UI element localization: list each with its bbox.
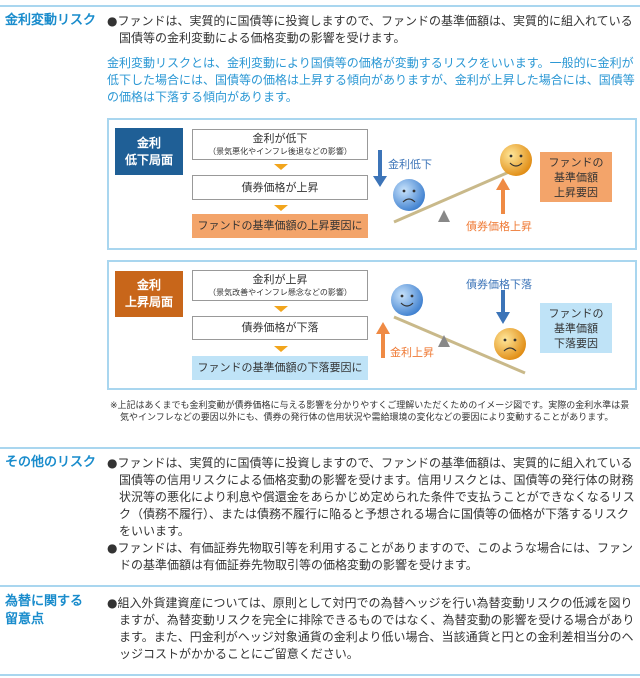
down-arrow-icon xyxy=(274,346,288,352)
fund-effect-box: ファンドの 基準価額 下落要因 xyxy=(540,303,612,353)
happy-face-icon xyxy=(391,284,423,316)
footnote: ※上記はあくまでも金利変動が債券価格に与える影響を分かりやすくご理解いただくため… xyxy=(110,401,630,423)
fulcrum-icon xyxy=(438,335,450,347)
tag-line: 金利 xyxy=(136,278,161,292)
box-line: ファンドの xyxy=(548,306,604,320)
bond-change-label: 債券価格下落 xyxy=(466,278,532,291)
tag-line: 上昇局面 xyxy=(124,295,173,309)
bullet-text: ●組入外貨建資産については、原則として対円での為替ヘッジを行い為替変動リスクの低… xyxy=(107,596,635,661)
step-subtitle: （景気改善やインフレ懸念などの影響） xyxy=(208,288,352,297)
down-arrow-icon xyxy=(496,290,510,324)
box-line: ファンドの xyxy=(548,155,604,169)
up-arrow-icon xyxy=(496,178,510,214)
down-arrow-icon xyxy=(373,150,387,187)
seesaw-illustration xyxy=(376,284,526,375)
step-title: 金利が上昇 xyxy=(252,273,308,286)
flow-step: 債券価格が上昇 xyxy=(192,175,368,200)
flow-result: ファンドの基準価額の上昇要因に xyxy=(192,214,368,238)
divider xyxy=(0,674,640,676)
happy-face-icon xyxy=(500,144,532,176)
divider xyxy=(0,447,640,449)
tag-line: 金利 xyxy=(136,135,161,150)
fund-effect-box: ファンドの 基準価額 上昇要因 xyxy=(540,152,612,202)
seesaw-beam xyxy=(393,163,526,224)
rate-change-label: 金利上昇 xyxy=(390,346,434,359)
divider xyxy=(0,585,640,587)
up-arrow-icon xyxy=(376,322,390,358)
phase-tag: 金利 上昇局面 xyxy=(115,271,183,317)
phase-tag: 金利 低下局面 xyxy=(115,128,183,175)
explanation-text: 金利変動リスクとは、金利変動により国債等の価格が変動するリスクをいいます。一般的… xyxy=(107,56,635,104)
sad-face-icon xyxy=(393,179,425,211)
step-title: 金利が低下 xyxy=(252,132,308,145)
flow-step: 金利が低下 （景気悪化やインフレ後退などの影響） xyxy=(192,129,368,160)
seesaw-beam xyxy=(393,315,526,375)
section-label: その他のリスク xyxy=(5,455,97,470)
box-line: 基準価額 xyxy=(554,321,598,335)
seesaw-illustration xyxy=(373,144,532,224)
box-line: 基準価額 xyxy=(554,170,598,184)
section-label: 為替に関する 留意点 xyxy=(5,593,83,629)
box-line: 上昇要因 xyxy=(554,185,598,199)
down-arrow-icon xyxy=(274,306,288,312)
step-subtitle: （景気悪化やインフレ後退などの影響） xyxy=(208,147,352,156)
section-label: 金利変動リスク xyxy=(5,13,97,28)
sad-face-icon xyxy=(494,328,526,360)
fulcrum-icon xyxy=(438,210,450,222)
down-arrow-icon xyxy=(274,164,288,170)
flow-step: 金利が上昇 （景気改善やインフレ懸念などの影響） xyxy=(192,270,368,301)
flow-step: 債券価格が下落 xyxy=(192,316,368,340)
rate-change-label: 金利低下 xyxy=(388,158,432,171)
tag-line: 低下局面 xyxy=(124,152,173,167)
down-arrow-icon xyxy=(274,205,288,211)
bullet-text: ●ファンドは、実質的に国債等に投資しますので、ファンドの基準価額は、実質的に組入… xyxy=(107,456,635,538)
label-line: 為替に関する xyxy=(5,594,84,609)
flow-result: ファンドの基準価額の下落要因に xyxy=(192,356,368,380)
box-line: 下落要因 xyxy=(554,336,598,350)
bullet-text: ●ファンドは、実質的に国債等に投資しますので、ファンドの基準価額は、実質的に組入… xyxy=(107,14,633,45)
bullet-text: ●ファンドは、有価証券先物取引等を利用することがありますので、このような場合には… xyxy=(107,541,633,572)
bond-change-label: 債券価格上昇 xyxy=(466,220,532,233)
label-line: 留意点 xyxy=(5,612,45,627)
divider xyxy=(0,5,640,7)
